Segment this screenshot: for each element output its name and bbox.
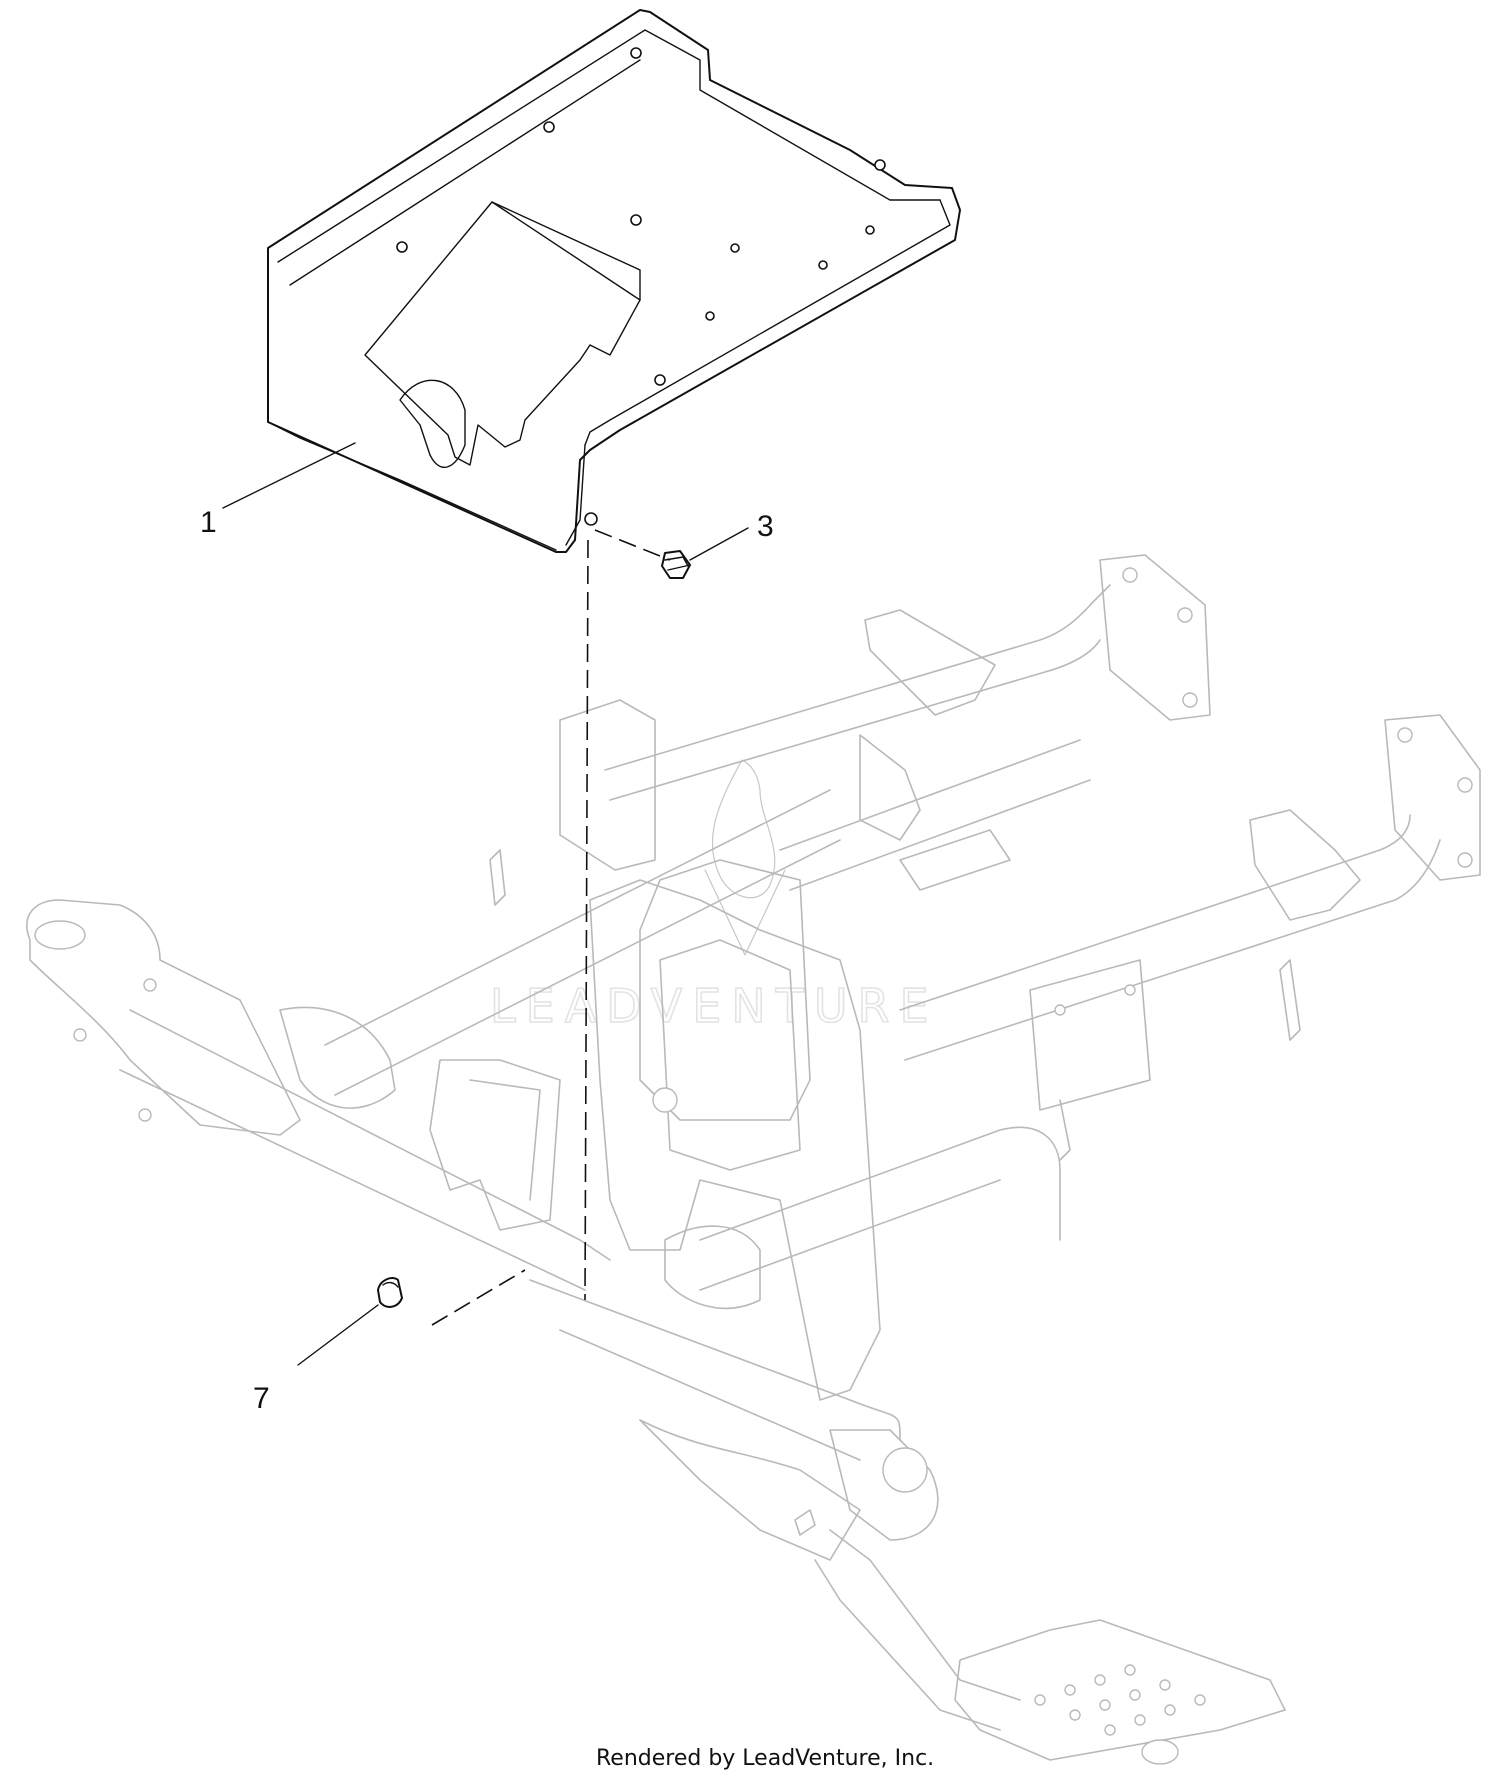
footer-credit: Rendered by LeadVenture, Inc. [596,1746,934,1771]
callout-7-label: 7 [253,1382,270,1415]
callout-1-label: 1 [200,506,217,539]
mower-frame [26,554,1481,1765]
watermark-text: LEADVENTURE [490,979,939,1033]
nut [377,1277,403,1308]
callout-7: 7 [253,1304,379,1415]
callout-3-label: 3 [757,510,774,543]
assembly-lines [431,529,671,1326]
bolt [661,550,691,579]
seat-plate [267,9,961,553]
callout-1: 1 [200,442,356,539]
leadventure-watermark: LEADVENTURE [489,759,939,1034]
callout-3: 3 [689,510,774,561]
